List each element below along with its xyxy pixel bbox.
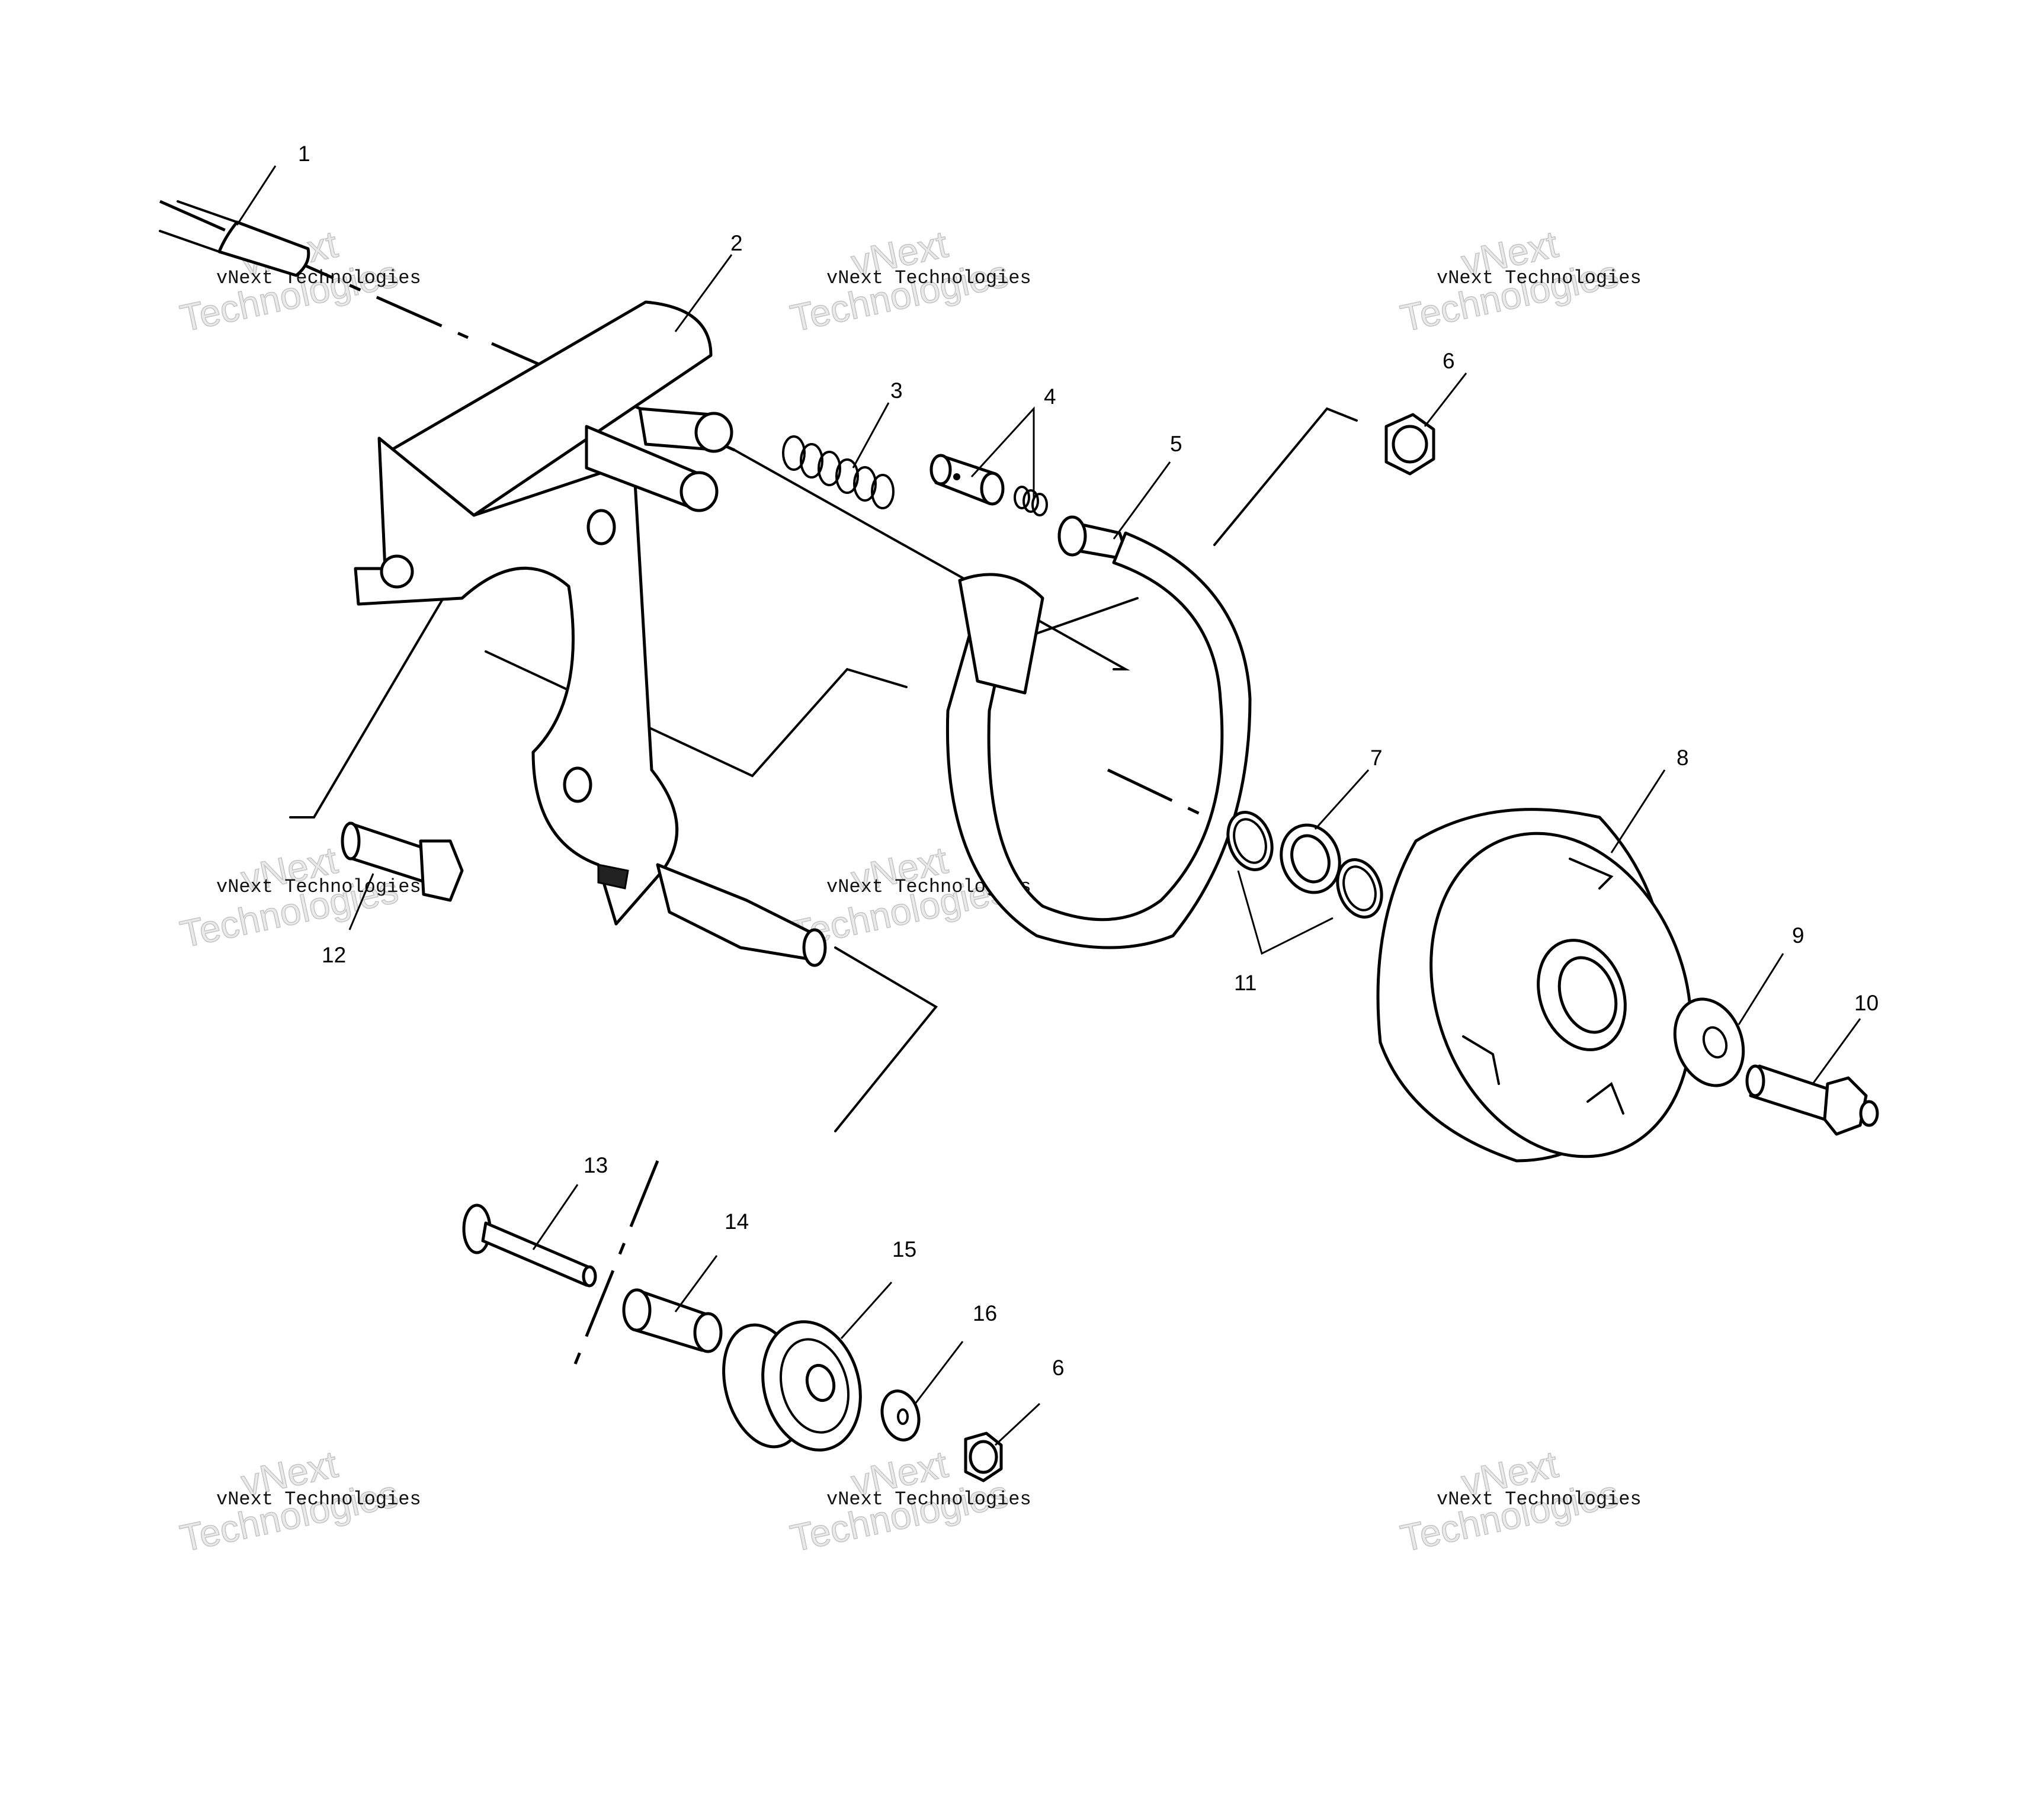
watermark-caption: vNext Technologies — [216, 876, 421, 898]
part-carriage-bolt — [462, 1203, 597, 1288]
watermark-caption: vNext Technologies — [216, 1488, 421, 1510]
callout-16: 16 — [973, 1301, 997, 1325]
part-nut-lower — [964, 1431, 1003, 1482]
part-bolt-bracket — [341, 821, 464, 902]
watermark-caption: vNext Technologies — [826, 1488, 1031, 1510]
part-washer-small — [880, 1389, 921, 1442]
part-brake-drum — [1376, 808, 1693, 1163]
watermark-caption: vNext Technologies — [1437, 267, 1642, 289]
callout-1: 1 — [298, 142, 310, 166]
callout-15: 15 — [892, 1237, 916, 1262]
callout-7: 7 — [1370, 746, 1383, 770]
callout-5: 5 — [1170, 432, 1182, 456]
part-idler-pulley — [722, 1320, 862, 1452]
callout-6-lower: 6 — [1052, 1356, 1065, 1380]
part-o-rings — [1226, 811, 1383, 919]
callout-4: 4 — [1044, 384, 1056, 409]
callout-3: 3 — [890, 378, 903, 403]
watermark-caption: vNext Technologies — [1437, 1488, 1642, 1510]
part-washer — [1673, 997, 1745, 1087]
part-adjuster-pin — [929, 454, 1048, 516]
watermark-caption: vNext Technologies — [826, 267, 1031, 289]
callout-2: 2 — [730, 231, 743, 255]
part-bolt-drum — [1745, 1064, 1879, 1136]
bracket-hole-icon — [380, 554, 414, 589]
callout-6: 6 — [1443, 349, 1455, 373]
part-nut-upper — [1384, 413, 1435, 476]
assembly-center-lines — [159, 200, 1358, 1381]
callout-13: 13 — [584, 1153, 608, 1177]
part-seal — [1280, 823, 1341, 894]
part-bracket — [354, 300, 827, 967]
part-brake-band — [945, 515, 1252, 949]
callout-10: 10 — [1854, 991, 1879, 1015]
callout-12: 12 — [322, 943, 346, 967]
part-cable — [159, 200, 310, 277]
callout-14: 14 — [725, 1209, 749, 1234]
part-spacer — [622, 1288, 723, 1353]
leader-lines — [236, 165, 1861, 1446]
part-spring — [782, 435, 895, 509]
callout-8: 8 — [1677, 746, 1689, 770]
callout-9: 9 — [1792, 923, 1804, 948]
callout-11: 11 — [1234, 971, 1256, 995]
